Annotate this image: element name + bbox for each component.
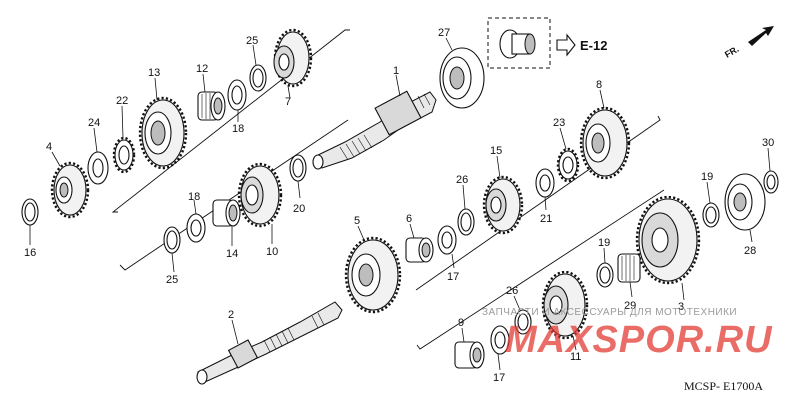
callout-11: 11	[570, 351, 581, 363]
watermark-logo: MAXSPOR.RU	[505, 319, 773, 361]
callout-13: 13	[148, 67, 160, 79]
part-15-gear	[482, 175, 524, 235]
callout-19-top: 19	[701, 171, 713, 183]
callout-22: 22	[116, 95, 128, 107]
reference-e12-label: E-12	[580, 38, 607, 53]
part-8-gear	[579, 106, 631, 180]
callout-labels: 16 4 24 22 13 12 18 25 7 1 27 8 23 15 26…	[24, 27, 774, 384]
callout-15: 15	[490, 145, 502, 157]
part-10-gear	[237, 162, 283, 228]
callout-26-mid: 26	[456, 174, 468, 186]
part-18-washer	[227, 79, 247, 111]
fr-direction-arrow-icon	[748, 26, 774, 46]
part-22-splined-washer	[112, 136, 136, 174]
part-16-circlip	[21, 198, 39, 226]
fr-direction-label: FR.	[723, 44, 741, 60]
callout-leader-lines	[29, 37, 771, 371]
part-23-splined-washer	[556, 147, 580, 183]
callout-3: 3	[678, 301, 684, 313]
part-24-washer	[87, 151, 109, 185]
part-1-mainshaft	[312, 90, 437, 170]
callout-10: 10	[266, 246, 278, 258]
callout-28: 28	[744, 245, 756, 257]
callout-21: 21	[540, 213, 552, 225]
callout-27: 27	[438, 27, 450, 39]
part-25-circlip	[249, 64, 267, 92]
part-19-washer-lower	[596, 262, 614, 288]
watermark-tagline: ЗАПЧАСТИ И АКСЕССУАРЫ ДЛЯ МОТОТЕХНИКИ	[482, 307, 737, 318]
callout-2: 2	[228, 309, 234, 321]
callout-12: 12	[196, 63, 208, 75]
callout-14: 14	[226, 248, 238, 260]
part-5-gear	[344, 236, 402, 314]
part-14-bushing	[212, 199, 241, 227]
part-20-washer	[289, 154, 307, 182]
callout-8: 8	[596, 79, 602, 91]
part-4-gear	[50, 161, 90, 219]
callout-24: 24	[88, 117, 100, 129]
part-2-countershaft	[196, 301, 343, 385]
callout-5: 5	[354, 215, 360, 227]
callout-17-lower: 17	[493, 372, 505, 384]
part-12-needle-bearing	[197, 91, 226, 121]
diagram-code: MCSP- E1700A	[684, 379, 763, 393]
callout-18-lower: 18	[188, 191, 200, 203]
callout-9: 9	[458, 317, 464, 329]
part-30-circlip	[763, 170, 779, 194]
part-13-gear	[138, 96, 188, 170]
part-27-bearing	[439, 47, 485, 109]
callout-17-mid: 17	[447, 271, 459, 283]
callout-29: 29	[624, 300, 636, 312]
callout-25-lower: 25	[166, 274, 178, 286]
part-9-needle-bearing	[454, 341, 485, 369]
callout-19-lower: 19	[598, 237, 610, 249]
callout-30: 30	[762, 137, 774, 149]
callout-1: 1	[393, 65, 399, 77]
part-26-circlip	[457, 208, 475, 236]
callout-20: 20	[293, 203, 305, 215]
part-11-gear	[541, 270, 589, 340]
reference-e12-inset	[487, 17, 576, 69]
callout-7: 7	[285, 96, 291, 108]
callout-4: 4	[46, 141, 52, 153]
part-28-bearing	[724, 173, 766, 231]
part-25-circlip-lower	[163, 226, 181, 254]
part-21-washer	[535, 168, 555, 198]
callout-16: 16	[24, 247, 36, 259]
part-3-gear	[635, 195, 701, 285]
part-17-washer-lower	[490, 325, 510, 355]
part-17-washer	[437, 225, 457, 255]
part-7-gear	[273, 28, 313, 88]
callout-25-top: 25	[246, 35, 258, 47]
callout-26-lower: 26	[506, 285, 518, 297]
part-19-washer	[702, 202, 720, 228]
part-6-bushing	[405, 237, 434, 263]
part-18-washer-lower	[186, 213, 206, 243]
callout-6: 6	[406, 213, 412, 225]
callout-18-top: 18	[232, 123, 244, 135]
callout-23: 23	[553, 117, 565, 129]
part-29-needle-bearing	[617, 253, 641, 283]
part-26-circlip-lower	[514, 309, 532, 335]
